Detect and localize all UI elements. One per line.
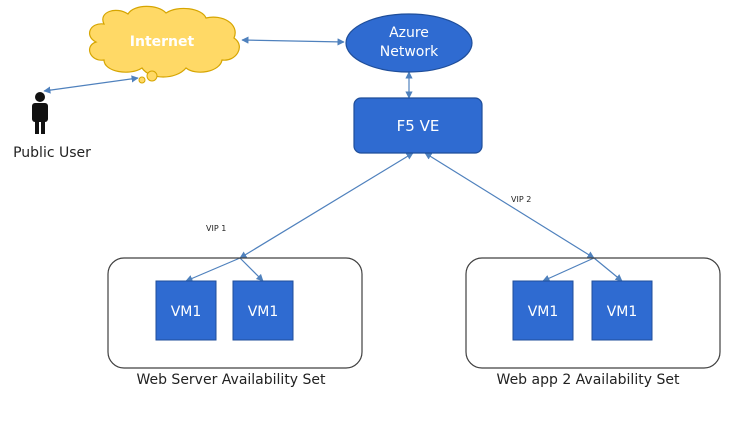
cloud-tail-large	[146, 70, 158, 82]
availability-set-frame	[465, 257, 721, 369]
vm-label: VM1	[607, 304, 638, 320]
cloud-tail-small	[138, 76, 146, 84]
vm-label: VM1	[528, 304, 559, 320]
azure-network-ellipse	[345, 13, 473, 73]
vm-box	[155, 280, 217, 341]
set2-vm1-connector	[542, 257, 595, 282]
availability-set-label: Web Server Availability Set	[136, 372, 326, 388]
internet-azure-connector	[241, 36, 345, 46]
vm-box	[232, 280, 294, 341]
azure-label-line2: Network	[380, 44, 439, 60]
f5-ve-box	[353, 97, 483, 154]
f5-ve-node: F5 VE	[353, 97, 483, 154]
vm-label: VM1	[248, 304, 279, 320]
f5-set2-connector	[424, 152, 595, 259]
internet-label: Internet	[130, 34, 195, 50]
azure-network-node: Azure Network	[345, 13, 473, 73]
f5-set1-connector	[239, 152, 414, 259]
connectors	[43, 36, 623, 282]
cloud-icon	[88, 5, 240, 78]
internet-cloud: Internet	[88, 5, 240, 84]
vm-box	[512, 280, 574, 341]
vm-box	[591, 280, 653, 341]
f5-ve-label: F5 VE	[397, 117, 440, 135]
availability-set-2: VM1 VM1 Web app 2 Availability Set	[465, 257, 721, 388]
set1-vm2-connector	[239, 257, 264, 282]
availability-set-frame	[107, 257, 363, 369]
availability-set-1: VM1 VM1 Web Server Availability Set	[107, 257, 363, 388]
person-icon	[32, 92, 48, 134]
azure-label-line1: Azure	[389, 25, 429, 41]
vm-label: VM1	[171, 304, 202, 320]
set2-vm2-connector	[593, 257, 623, 282]
public-user-label: Public User	[13, 145, 91, 161]
vip2-label: VIP 2	[511, 195, 531, 204]
availability-set-label: Web app 2 Availability Set	[497, 372, 680, 388]
user-internet-connector	[43, 75, 139, 94]
vip1-label: VIP 1	[206, 224, 226, 233]
public-user: Public User	[13, 92, 91, 161]
set1-vm1-connector	[185, 257, 241, 282]
